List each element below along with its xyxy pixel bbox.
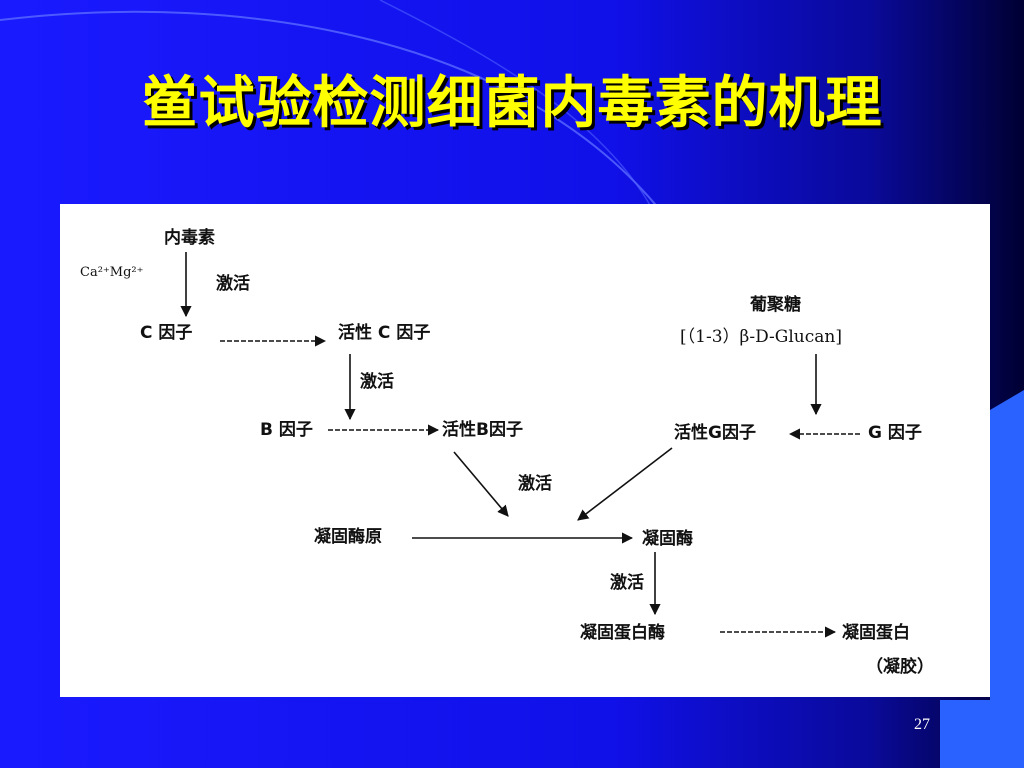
node-ca-mg-ions: Ca²⁺Mg²⁺ xyxy=(80,265,144,280)
label-activate-1: 激活 xyxy=(216,274,250,294)
node-glucan-formula: [（1-3）β-D-Glucan] xyxy=(680,327,842,347)
node-active-factor-c: 活性 C 因子 xyxy=(338,323,431,343)
label-activate-2: 激活 xyxy=(360,372,394,392)
slide-title: 鲎试验检测细菌内毒素的机理 xyxy=(141,71,883,136)
node-gel: （凝胶） xyxy=(866,657,934,677)
arrow-active-b-to-enzyme xyxy=(453,451,509,517)
label-activate-4: 激活 xyxy=(610,573,644,593)
node-endotoxin: 内毒素 xyxy=(164,228,215,248)
node-active-factor-g: 活性G因子 xyxy=(674,423,756,443)
node-active-factor-b: 活性B因子 xyxy=(442,420,523,440)
node-coagulin: 凝固蛋白 xyxy=(842,623,910,643)
diagram-arrows xyxy=(180,252,860,638)
node-coagulogen: 凝固蛋白酶 xyxy=(580,623,665,643)
node-proclotting-enzyme: 凝固酶原 xyxy=(314,527,382,547)
label-activate-3: 激活 xyxy=(518,474,552,494)
mechanism-diagram: 内毒素 Ca²⁺Mg²⁺ 激活 C 因子 活性 C 因子 激活 B 因子 活性B… xyxy=(60,204,990,697)
background-arc xyxy=(0,10,661,211)
node-clotting-enzyme: 凝固酶 xyxy=(642,529,693,549)
arrow-active-g-to-enzyme xyxy=(577,447,673,521)
node-factor-g: G 因子 xyxy=(868,423,922,443)
corner-accent xyxy=(940,390,1024,768)
page-number: 27 xyxy=(914,716,930,733)
node-factor-b: B 因子 xyxy=(260,420,313,440)
background-arc-2 xyxy=(379,0,651,206)
node-glucan: 葡聚糖 xyxy=(750,295,801,315)
node-factor-c: C 因子 xyxy=(140,323,193,343)
